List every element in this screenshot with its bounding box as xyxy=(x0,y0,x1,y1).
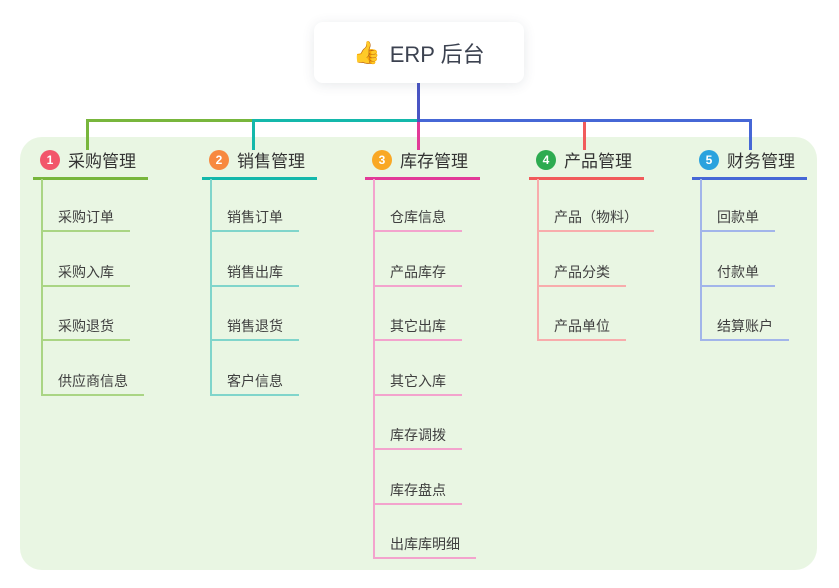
child-node[interactable]: 仓库信息 xyxy=(373,205,462,232)
branch-node-4[interactable]: 4 产品管理 xyxy=(529,147,644,180)
root-node[interactable]: 👍 ERP 后台 xyxy=(314,22,524,83)
child-node[interactable]: 结算账户 xyxy=(700,314,789,341)
child-node[interactable]: 库存盘点 xyxy=(373,478,462,505)
child-node[interactable]: 其它入库 xyxy=(373,369,462,396)
branch-node-3[interactable]: 3 库存管理 xyxy=(365,147,480,180)
branch-label: 库存管理 xyxy=(400,152,468,171)
child-node[interactable]: 供应商信息 xyxy=(41,369,144,396)
child-node[interactable]: 采购入库 xyxy=(41,260,130,287)
child-node[interactable]: 客户信息 xyxy=(210,369,299,396)
branch-node-1[interactable]: 1 采购管理 xyxy=(33,147,148,180)
child-rail-line xyxy=(700,179,702,341)
connector-bus-segment xyxy=(252,119,420,122)
branch-number-badge: 5 xyxy=(699,149,719,170)
connector-drop-line xyxy=(583,120,586,150)
connector-drop-line xyxy=(86,120,89,150)
child-rail-line xyxy=(537,179,539,341)
branch-node-2[interactable]: 2 销售管理 xyxy=(202,147,317,180)
branch-number-badge: 2 xyxy=(209,149,229,170)
child-node[interactable]: 库存调拨 xyxy=(373,423,462,450)
child-node[interactable]: 产品分类 xyxy=(537,260,626,287)
connector-drop-line xyxy=(417,120,420,150)
child-node[interactable]: 付款单 xyxy=(700,260,775,287)
child-node[interactable]: 回款单 xyxy=(700,205,775,232)
child-node[interactable]: 出库库明细 xyxy=(373,532,476,559)
child-node[interactable]: 产品单位 xyxy=(537,314,626,341)
child-node[interactable]: 采购订单 xyxy=(41,205,130,232)
branch-node-5[interactable]: 5 财务管理 xyxy=(692,147,807,180)
child-rail-line xyxy=(210,179,212,396)
child-rail-line xyxy=(41,179,43,396)
branch-number-badge: 1 xyxy=(40,149,60,170)
root-title: ERP 后台 xyxy=(389,41,485,67)
branch-label: 销售管理 xyxy=(237,152,305,171)
child-node[interactable]: 销售出库 xyxy=(210,260,299,287)
connector-drop-line xyxy=(749,120,752,150)
branch-label: 产品管理 xyxy=(564,152,632,171)
branch-label: 财务管理 xyxy=(727,152,795,171)
thumbs-up-icon: 👍 xyxy=(353,39,381,65)
child-node[interactable]: 销售退货 xyxy=(210,314,299,341)
child-node[interactable]: 产品库存 xyxy=(373,260,462,287)
root-trunk-line xyxy=(417,83,420,122)
branch-label: 采购管理 xyxy=(68,152,136,171)
child-rail-line xyxy=(373,179,375,559)
child-node[interactable]: 其它出库 xyxy=(373,314,462,341)
child-node[interactable]: 采购退货 xyxy=(41,314,130,341)
child-node[interactable]: 产品（物料） xyxy=(537,205,654,232)
branch-number-badge: 4 xyxy=(536,149,556,170)
connector-bus-segment xyxy=(417,119,752,122)
branches-container xyxy=(20,137,817,570)
connector-bus-segment xyxy=(86,119,255,122)
connector-drop-line xyxy=(252,120,255,150)
child-node[interactable]: 销售订单 xyxy=(210,205,299,232)
branch-number-badge: 3 xyxy=(372,149,392,170)
